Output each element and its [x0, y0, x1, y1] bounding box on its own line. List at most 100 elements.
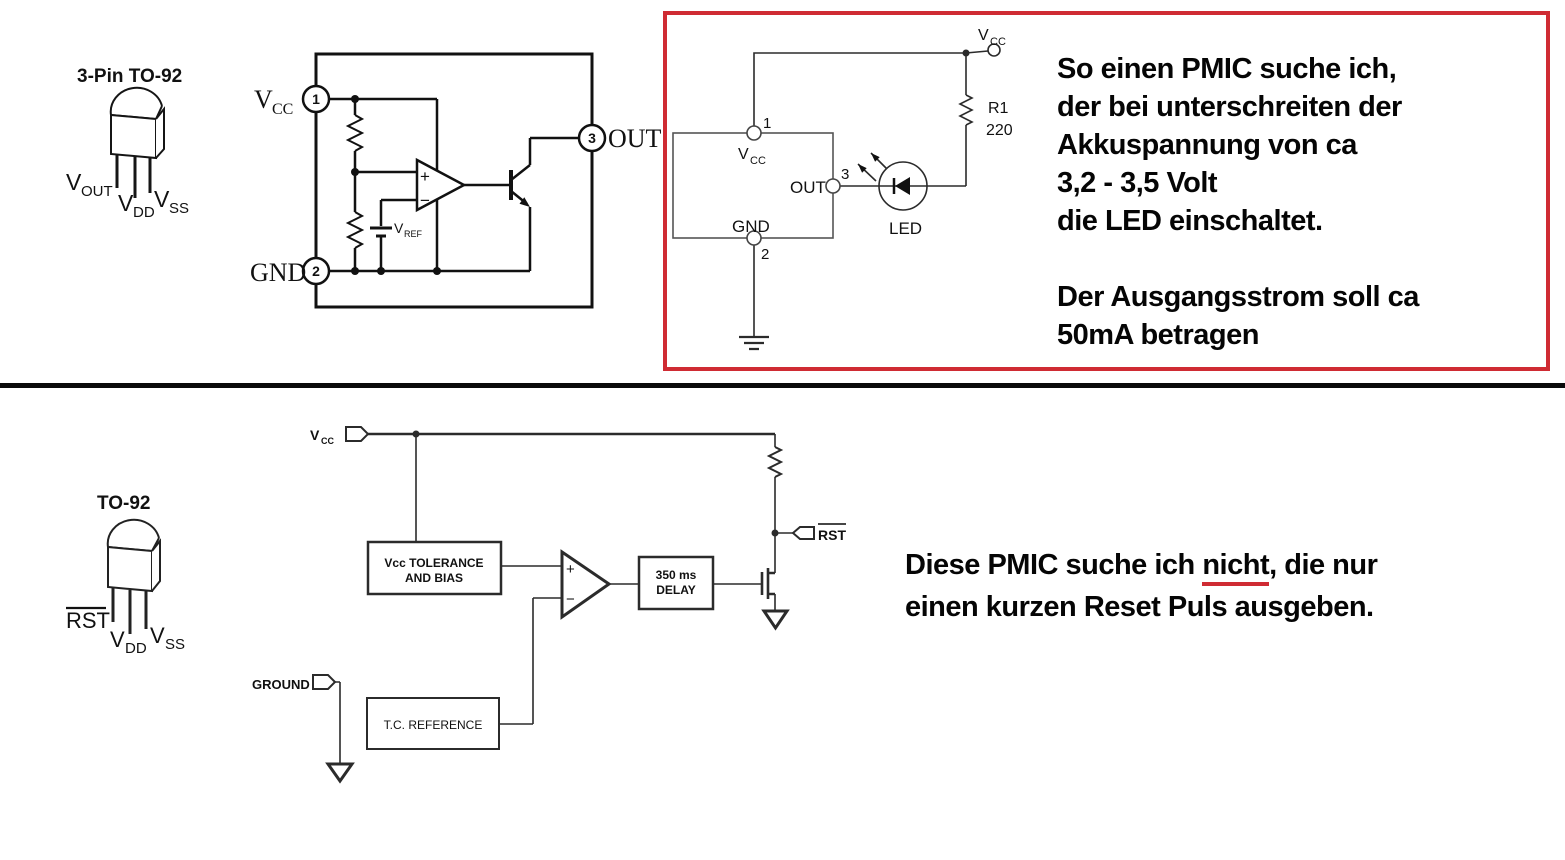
bottom-note-pre: Diese PMIC suche ich — [905, 549, 1203, 581]
note-line-2: der bei unterschreiten der — [1057, 91, 1402, 123]
to92-bottom-title: TO-92 — [97, 493, 151, 514]
to92-legs — [111, 587, 148, 634]
vcc-tag-label-sub: CC — [321, 436, 334, 446]
reference-box-label: T.C. REFERENCE — [384, 718, 483, 732]
comparator-plus: + — [566, 561, 575, 578]
delay-box-line2: DELAY — [656, 583, 696, 597]
ic-pin1-label-sub: CC — [750, 155, 766, 167]
mosfet — [760, 568, 775, 599]
note-line-3: Akkuspannung von ca — [1057, 129, 1357, 161]
ic-pin3-number: 3 — [841, 166, 849, 183]
pin-label-vdd-sub: DD — [133, 204, 155, 221]
vcc-label: V — [254, 85, 273, 114]
pin-label-vss-sub: SS — [165, 636, 185, 653]
resistor-upper — [345, 114, 365, 152]
to92-bottom-pin-labels: RST V DD V SS — [66, 606, 185, 657]
junction-dot-vcc — [412, 430, 420, 438]
led-arrowhead-1 — [871, 153, 880, 162]
comparator — [560, 549, 612, 620]
junction-dot-rst — [771, 529, 779, 537]
pin-label-vss: V — [150, 623, 165, 648]
pin-label-vss-sub: SS — [169, 200, 189, 217]
r1-resistor — [958, 94, 974, 126]
ic-pin3-label: OUT — [790, 178, 826, 197]
tolerance-box-line2: AND BIAS — [405, 571, 463, 585]
comparator-minus: − — [420, 191, 430, 210]
comparator-plus: + — [420, 167, 430, 186]
ic-pin2-number: 2 — [761, 246, 769, 263]
vref-label: V — [394, 220, 404, 236]
comparator — [415, 157, 467, 213]
delay-box-line1: 350 ms — [656, 568, 697, 582]
ic-pin1-circle — [746, 125, 762, 141]
to92-dome — [106, 518, 160, 548]
pin-label-vout: V — [66, 169, 82, 195]
ic-pin1-label: V — [738, 146, 749, 163]
to92-legs — [115, 154, 152, 198]
red-highlight-box — [663, 11, 1550, 371]
to92-body-side — [155, 106, 165, 159]
out-label: OUT — [608, 124, 662, 153]
to92-body-front — [110, 113, 157, 160]
note-line-1: So einen PMIC suche ich, — [1057, 53, 1397, 85]
ic-pin3-circle — [825, 178, 841, 194]
vcc-tag-label: V — [310, 427, 320, 443]
block-diagram-bottom: V CC GROUND Vcc TOLERANCE AND BIAS 350 m… — [252, 426, 846, 784]
tolerance-box-line1: Vcc TOLERANCE — [384, 556, 483, 570]
vcc-terminal-label: V — [978, 27, 989, 44]
pin3-circle — [577, 123, 607, 153]
reference-box — [366, 697, 500, 750]
application-circuit: 1 V CC OUT 3 GND 2 V CC R1 220 LED — [672, 27, 1013, 351]
vcc-tag — [345, 426, 370, 442]
bottom-note-line-1: Diese PMIC suche ich nicht, die nur — [905, 544, 1465, 586]
wires — [753, 50, 989, 337]
pin-label-rst: RST — [66, 608, 110, 633]
ground-triangle-left — [325, 762, 355, 784]
tolerance-box — [366, 540, 503, 596]
vref-battery — [370, 226, 392, 238]
rst-tag — [791, 526, 815, 540]
to92-top-title: 3-Pin TO-92 — [77, 66, 182, 87]
pin-label-vdd-sub: DD — [125, 640, 147, 657]
ic-body — [672, 132, 834, 239]
wires — [335, 434, 793, 764]
ic-pin1-number: 1 — [763, 115, 771, 132]
led-diode-triangle — [895, 177, 910, 195]
bottom-right-note: Diese PMIC suche ich nicht, die nur eine… — [905, 544, 1465, 628]
to92-dome — [109, 86, 163, 116]
bottom-note-post: , die nur — [1269, 549, 1378, 581]
pullup-resistor — [766, 446, 784, 478]
note-line-5: die LED einschaltet. — [1057, 205, 1323, 237]
npn-emitter-arrow — [519, 197, 530, 207]
ground-symbol — [739, 335, 769, 351]
ic-outline — [314, 52, 594, 309]
pin-label-vss: V — [154, 186, 170, 212]
to92-package-bottom — [106, 518, 161, 634]
to92-package-top — [109, 86, 165, 198]
gnd-label: GND — [250, 258, 306, 287]
pin3-number: 3 — [588, 130, 596, 146]
vcc-label-sub: CC — [272, 101, 293, 118]
bottom-note-emphasized: nicht — [1202, 549, 1270, 586]
block-diagram-top: 1 2 3 V CC GND OUT + − V REF — [250, 52, 662, 309]
pin2-number: 2 — [312, 263, 320, 279]
bottom-note-line-2: einen kurzen Reset Puls ausgeben. — [905, 591, 1374, 623]
r1-name: R1 — [988, 100, 1009, 117]
npn-collector — [510, 136, 579, 181]
ground-tag — [312, 674, 337, 690]
pin-label-vdd: V — [110, 627, 125, 652]
ground-triangle-right — [761, 609, 790, 631]
note-line-6: Der Ausgangsstrom soll ca — [1057, 281, 1419, 313]
r1-value: 220 — [986, 122, 1013, 139]
led-label: LED — [889, 219, 922, 238]
resistor-lower — [345, 211, 365, 249]
vcc-terminal-circle — [987, 43, 1001, 57]
vref-label-sub: REF — [404, 229, 423, 239]
led-circle — [878, 161, 928, 211]
note-line-7: 50mA betragen — [1057, 319, 1259, 351]
led-arrowhead-2 — [858, 164, 867, 173]
pin1-number: 1 — [312, 91, 320, 107]
delay-box — [637, 555, 715, 611]
